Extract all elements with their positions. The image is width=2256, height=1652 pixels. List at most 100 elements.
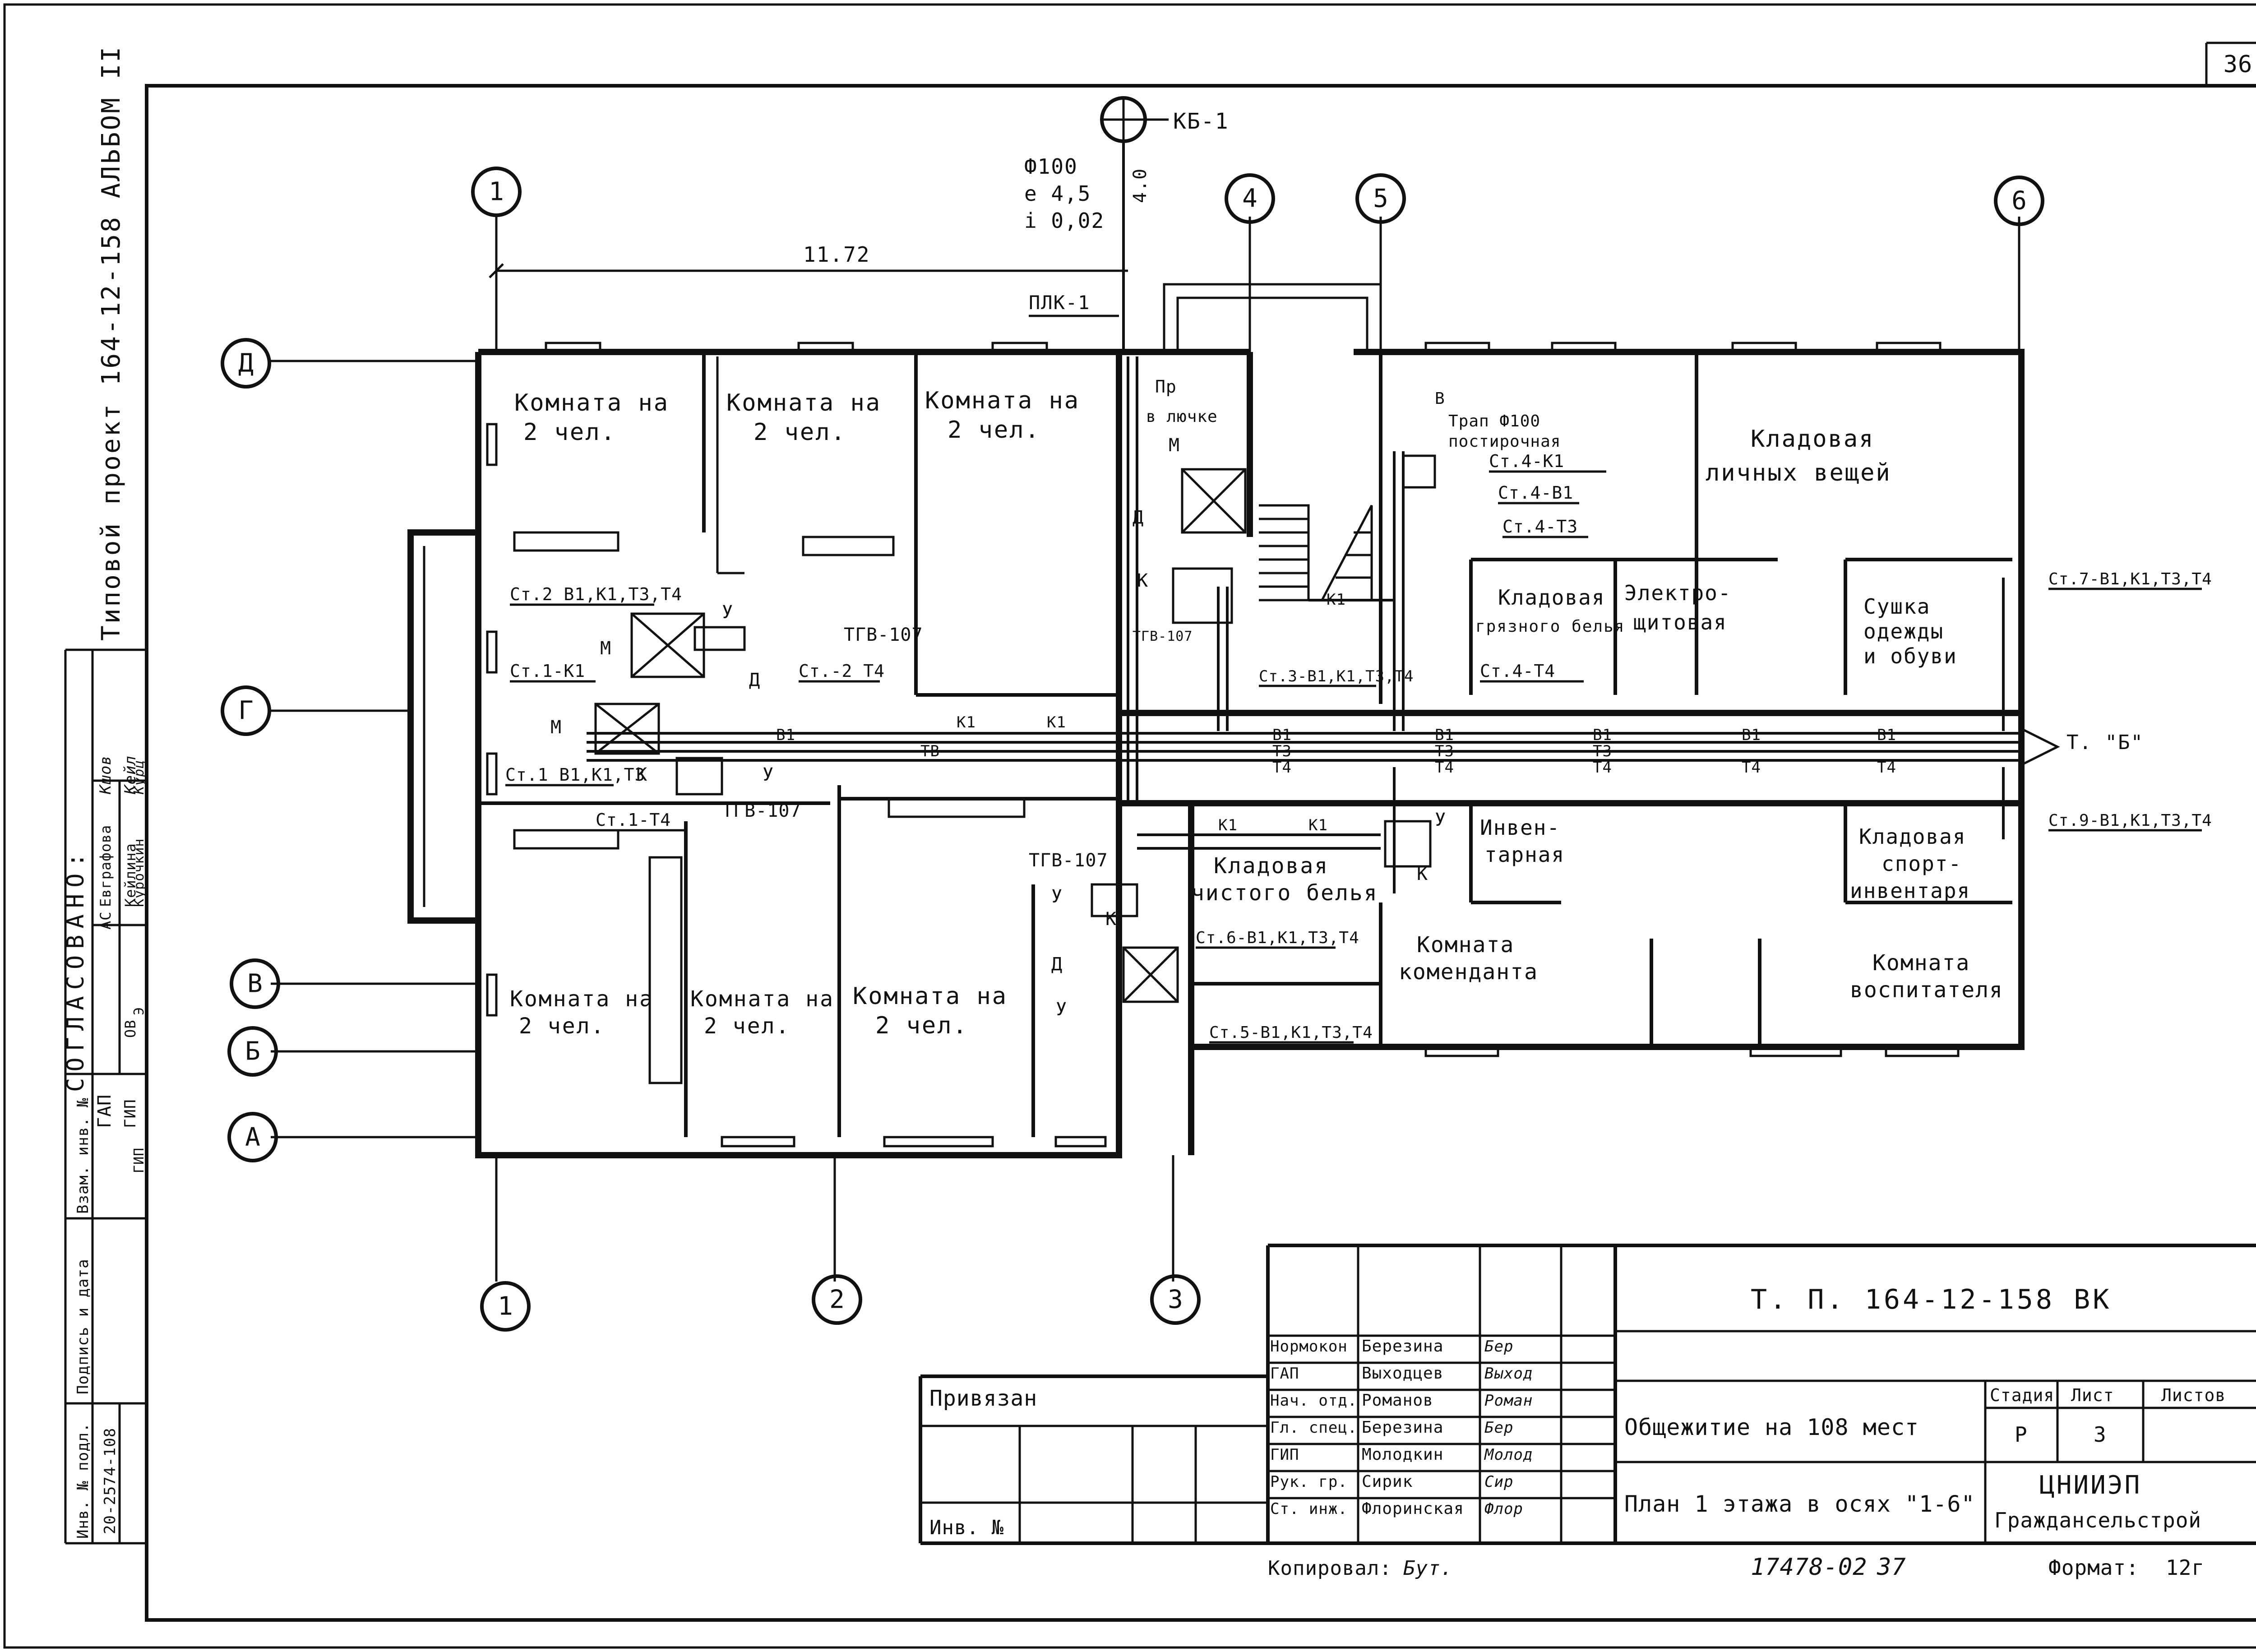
riser-st1-k1: Ст.1-К1 (510, 661, 585, 681)
riser-st2-t4: Ст.-2 Т4 (799, 661, 885, 681)
fixture-block-center (1091, 454, 1436, 1003)
label-u-4: У (1056, 999, 1067, 1020)
well-kb1-label: КБ-1 (1173, 109, 1229, 134)
tb-role-3: Нач. отд. (1270, 1392, 1357, 1410)
room-11-line2: коменданта (1399, 959, 1538, 985)
side-stamp-col3: Взам. инв. № (74, 1097, 92, 1214)
room-label-9: Инвен- тарная (1480, 815, 1565, 867)
side-stamp-col1: Инв. № подл. (74, 1422, 92, 1539)
axis-label-1: 1 (489, 177, 504, 207)
copied-by-label: Копировал: (1268, 1557, 1392, 1580)
axis-bubble-bottom-1: 1 (480, 1281, 531, 1332)
tb-name-6: Сирик (1362, 1472, 1413, 1491)
dimension-span: 11.72 (803, 242, 870, 267)
approval-role-1: ГАП (94, 1094, 115, 1128)
pipe-code-tb-1: ТВ (920, 742, 940, 760)
main-pipe-run (587, 356, 2060, 893)
room-3-line2: 2 чел. (948, 416, 1040, 444)
pipe-code-t3-2: Т3 (1435, 742, 1454, 760)
room-5-line1: Кладовая (1498, 585, 1605, 610)
pipe-code-t4-4: Т4 (1742, 759, 1761, 777)
linked-label: Привязан (929, 1386, 1037, 1411)
side-stamp (64, 648, 147, 1545)
axis-bubble-6: 6 (1994, 176, 2044, 226)
well-kb1 (1100, 96, 1169, 352)
approval-sign-1: Кшов (97, 755, 115, 795)
room-12-line1: Комната (1872, 950, 1970, 976)
tgv-label-3: ТГВ-107 (1133, 629, 1193, 644)
room-8-line2: чистого белья (1191, 880, 1378, 906)
label-k-2: К (636, 764, 647, 785)
tb-sign-6: Сир (1484, 1473, 1513, 1491)
pipe-code-k1-1: К1 (957, 713, 976, 731)
approval-role-2: ГИП (121, 1099, 139, 1128)
riser-st4-k1: Ст.4-К1 (1489, 451, 1564, 471)
pipe-code-b1-2: В1 (1272, 726, 1292, 744)
approval-name-3: Курочкин (131, 838, 147, 907)
pipe-code-t4-2: Т4 (1435, 759, 1454, 777)
tb-role-4: Гл. спец. (1270, 1419, 1357, 1437)
room-8-line1: Кладовая (1214, 853, 1329, 879)
copied-by-sign: Бут. (1403, 1557, 1453, 1580)
room-6-line1: Электро- (1624, 581, 1732, 605)
room-label-14: Комната на 2 чел. (690, 986, 833, 1039)
riser-st4-t3: Ст.4-Т3 (1502, 517, 1578, 537)
pipe-code-k1-5: К1 (1327, 591, 1346, 609)
pipe-length: е 4,5 (1024, 181, 1091, 206)
side-stamp-col2: Подпись и дата (74, 1259, 92, 1394)
room-5-line2: грязного белья (1475, 617, 1625, 636)
trap-label-1: Трап Ф100 (1448, 412, 1540, 430)
approval-sign-2: Кейл (121, 755, 139, 795)
label-u-2: У (763, 764, 774, 785)
room-label-8: Кладовая чистого белья (1191, 853, 1378, 906)
stage-value: Р (2015, 1422, 2028, 1447)
axis-label-d: Д (238, 349, 254, 378)
org-line-2: Граждансельстрой (1994, 1508, 2201, 1532)
sheet-label: Лист (2071, 1385, 2114, 1405)
riser-st1-b1: Ст.1 В1,К1,Т3 (505, 765, 645, 785)
room-1-line1: Комната на (514, 389, 669, 416)
axis-bubble-d: Д (221, 338, 271, 389)
tb-sign-2: Выход (1484, 1365, 1533, 1383)
pipe-slope: i 0,02 (1024, 208, 1105, 233)
tb-sign-5: Молод (1484, 1446, 1533, 1464)
label-v-1: В (1435, 389, 1445, 408)
approval-role-3: ГИП (131, 1148, 147, 1173)
axis-bubble-a: А (227, 1112, 278, 1162)
riser-st5: Ст.5-В1,К1,Т3,Т4 (1209, 1023, 1373, 1042)
pipe-code-b1-6: В1 (1877, 726, 1896, 744)
riser-st1-t4: Ст.1-Т4 (596, 810, 671, 830)
approval-dept-2: ОВ (122, 1019, 139, 1038)
axis-label-6: 6 (2011, 186, 2027, 216)
label-u-3: У (1051, 886, 1063, 907)
room-7-line2: одежды (1863, 619, 1944, 643)
room-10-line3: инвентаря (1850, 879, 1970, 903)
room-label-13: Комната на 2 чел. (510, 986, 652, 1039)
room-10-line2: спорт- (1882, 851, 1962, 876)
riser-st6: Ст.6-В1,К1,Т3,Т4 (1196, 929, 1359, 947)
room-4-line2: личных вещей (1706, 459, 1891, 486)
axis-label-5: 5 (1373, 184, 1388, 213)
building-name: Общежитие на 108 мест (1624, 1414, 1919, 1440)
pipe-code-b1-3: В1 (1435, 726, 1454, 744)
room-9-line2: тарная (1484, 842, 1565, 867)
label-k-1: К (1137, 570, 1148, 591)
page-ref: 37 (1877, 1554, 1906, 1581)
fixture-labels: ТГВ-107 ТГВ-107 ТГВ-107 ТГВ-107 Трап Ф10… (550, 377, 1560, 1020)
approval-sign-3: Курц (131, 760, 147, 795)
project-code: Т. П. 164-12-158 ВК (1751, 1284, 2112, 1315)
sheet-title: План 1 этажа в осях "1-6" (1624, 1491, 1975, 1517)
pipe-code-k1-3: К1 (1218, 816, 1238, 834)
riser-st2: Ст.2 В1,К1,Т3,Т4 (510, 584, 682, 604)
approval-name-1: Евграфова (97, 825, 114, 907)
room-7-line3: и обуви (1863, 644, 1957, 668)
axis-label-bottom-1: 1 (498, 1292, 513, 1321)
tgv-label-4: ТГВ-107 (1029, 850, 1108, 871)
riser-st3: Ст.3-В1,К1,Т3,Т4 (1259, 667, 1414, 685)
pipe-code-t4-3: Т4 (1593, 759, 1612, 777)
sheet-frame (3, 3, 2256, 1649)
pipe-destination: Т. "Б" (2066, 731, 2144, 754)
riser-st7: Ст.7-В1,К1,Т3,Т4 (2048, 570, 2212, 588)
axis-bubble-1: 1 (471, 167, 522, 217)
room-label-2: Комната на 2 чел. (726, 389, 880, 446)
